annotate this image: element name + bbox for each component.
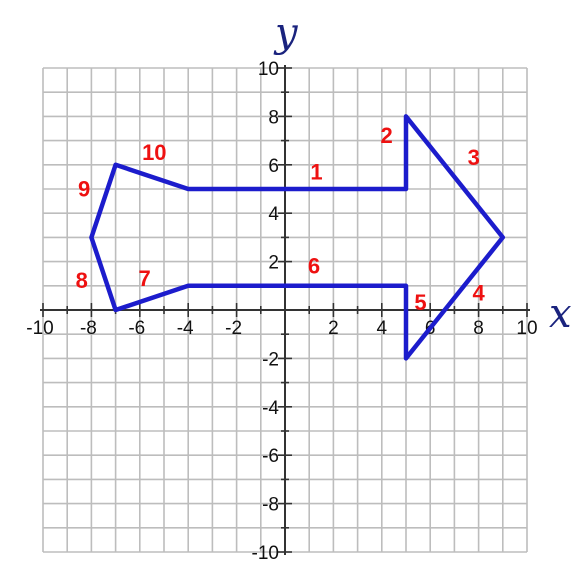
y-tick-label: 4: [268, 204, 279, 225]
x-tick-label: -10: [26, 318, 53, 339]
y-tick-label: -2: [262, 349, 279, 370]
segment-labels: 1 2 3 4 5 6 7 8 9 10: [76, 123, 486, 315]
segment-label: 5: [414, 290, 426, 315]
x-tick-label: -8: [80, 318, 97, 339]
segment-label: 2: [381, 123, 393, 148]
y-tick-label: -4: [262, 398, 279, 419]
y-axis-label: y: [273, 10, 299, 56]
x-tick-label: 10: [516, 318, 537, 339]
y-tick-label: 2: [268, 253, 279, 274]
arrow-polygon-group: [89, 114, 506, 361]
y-tick-label: -10: [252, 543, 279, 563]
segment-label: 3: [468, 145, 480, 170]
segment-label: 10: [142, 140, 166, 165]
y-tick-label: 8: [268, 107, 279, 128]
x-tick-label: -4: [177, 318, 194, 339]
arrow-polygon: [89, 114, 506, 361]
x-tick-label: 4: [377, 318, 388, 339]
tick-labels: -10 -8 -6 -4 -2 2 4 6 8 10 10 8 6 4 2 -2 -4 -6 -8 -10: [26, 59, 537, 563]
segment-label: 1: [310, 159, 322, 184]
x-tick-label: -2: [225, 318, 242, 339]
segment-label: 7: [139, 266, 151, 291]
segment-label: 4: [472, 280, 485, 305]
x-tick-label: -6: [128, 318, 145, 339]
y-tick-label: -6: [262, 446, 279, 467]
y-tick-label: 6: [268, 156, 279, 177]
segment-label: 8: [76, 268, 88, 293]
segment-label: 9: [78, 176, 90, 201]
x-tick-label: 8: [473, 318, 484, 339]
x-axis-label: x: [549, 291, 571, 337]
y-tick-label: -8: [262, 495, 279, 516]
segment-label: 6: [308, 254, 320, 279]
x-tick-label: 2: [328, 318, 339, 339]
y-tick-label: 10: [258, 59, 279, 80]
